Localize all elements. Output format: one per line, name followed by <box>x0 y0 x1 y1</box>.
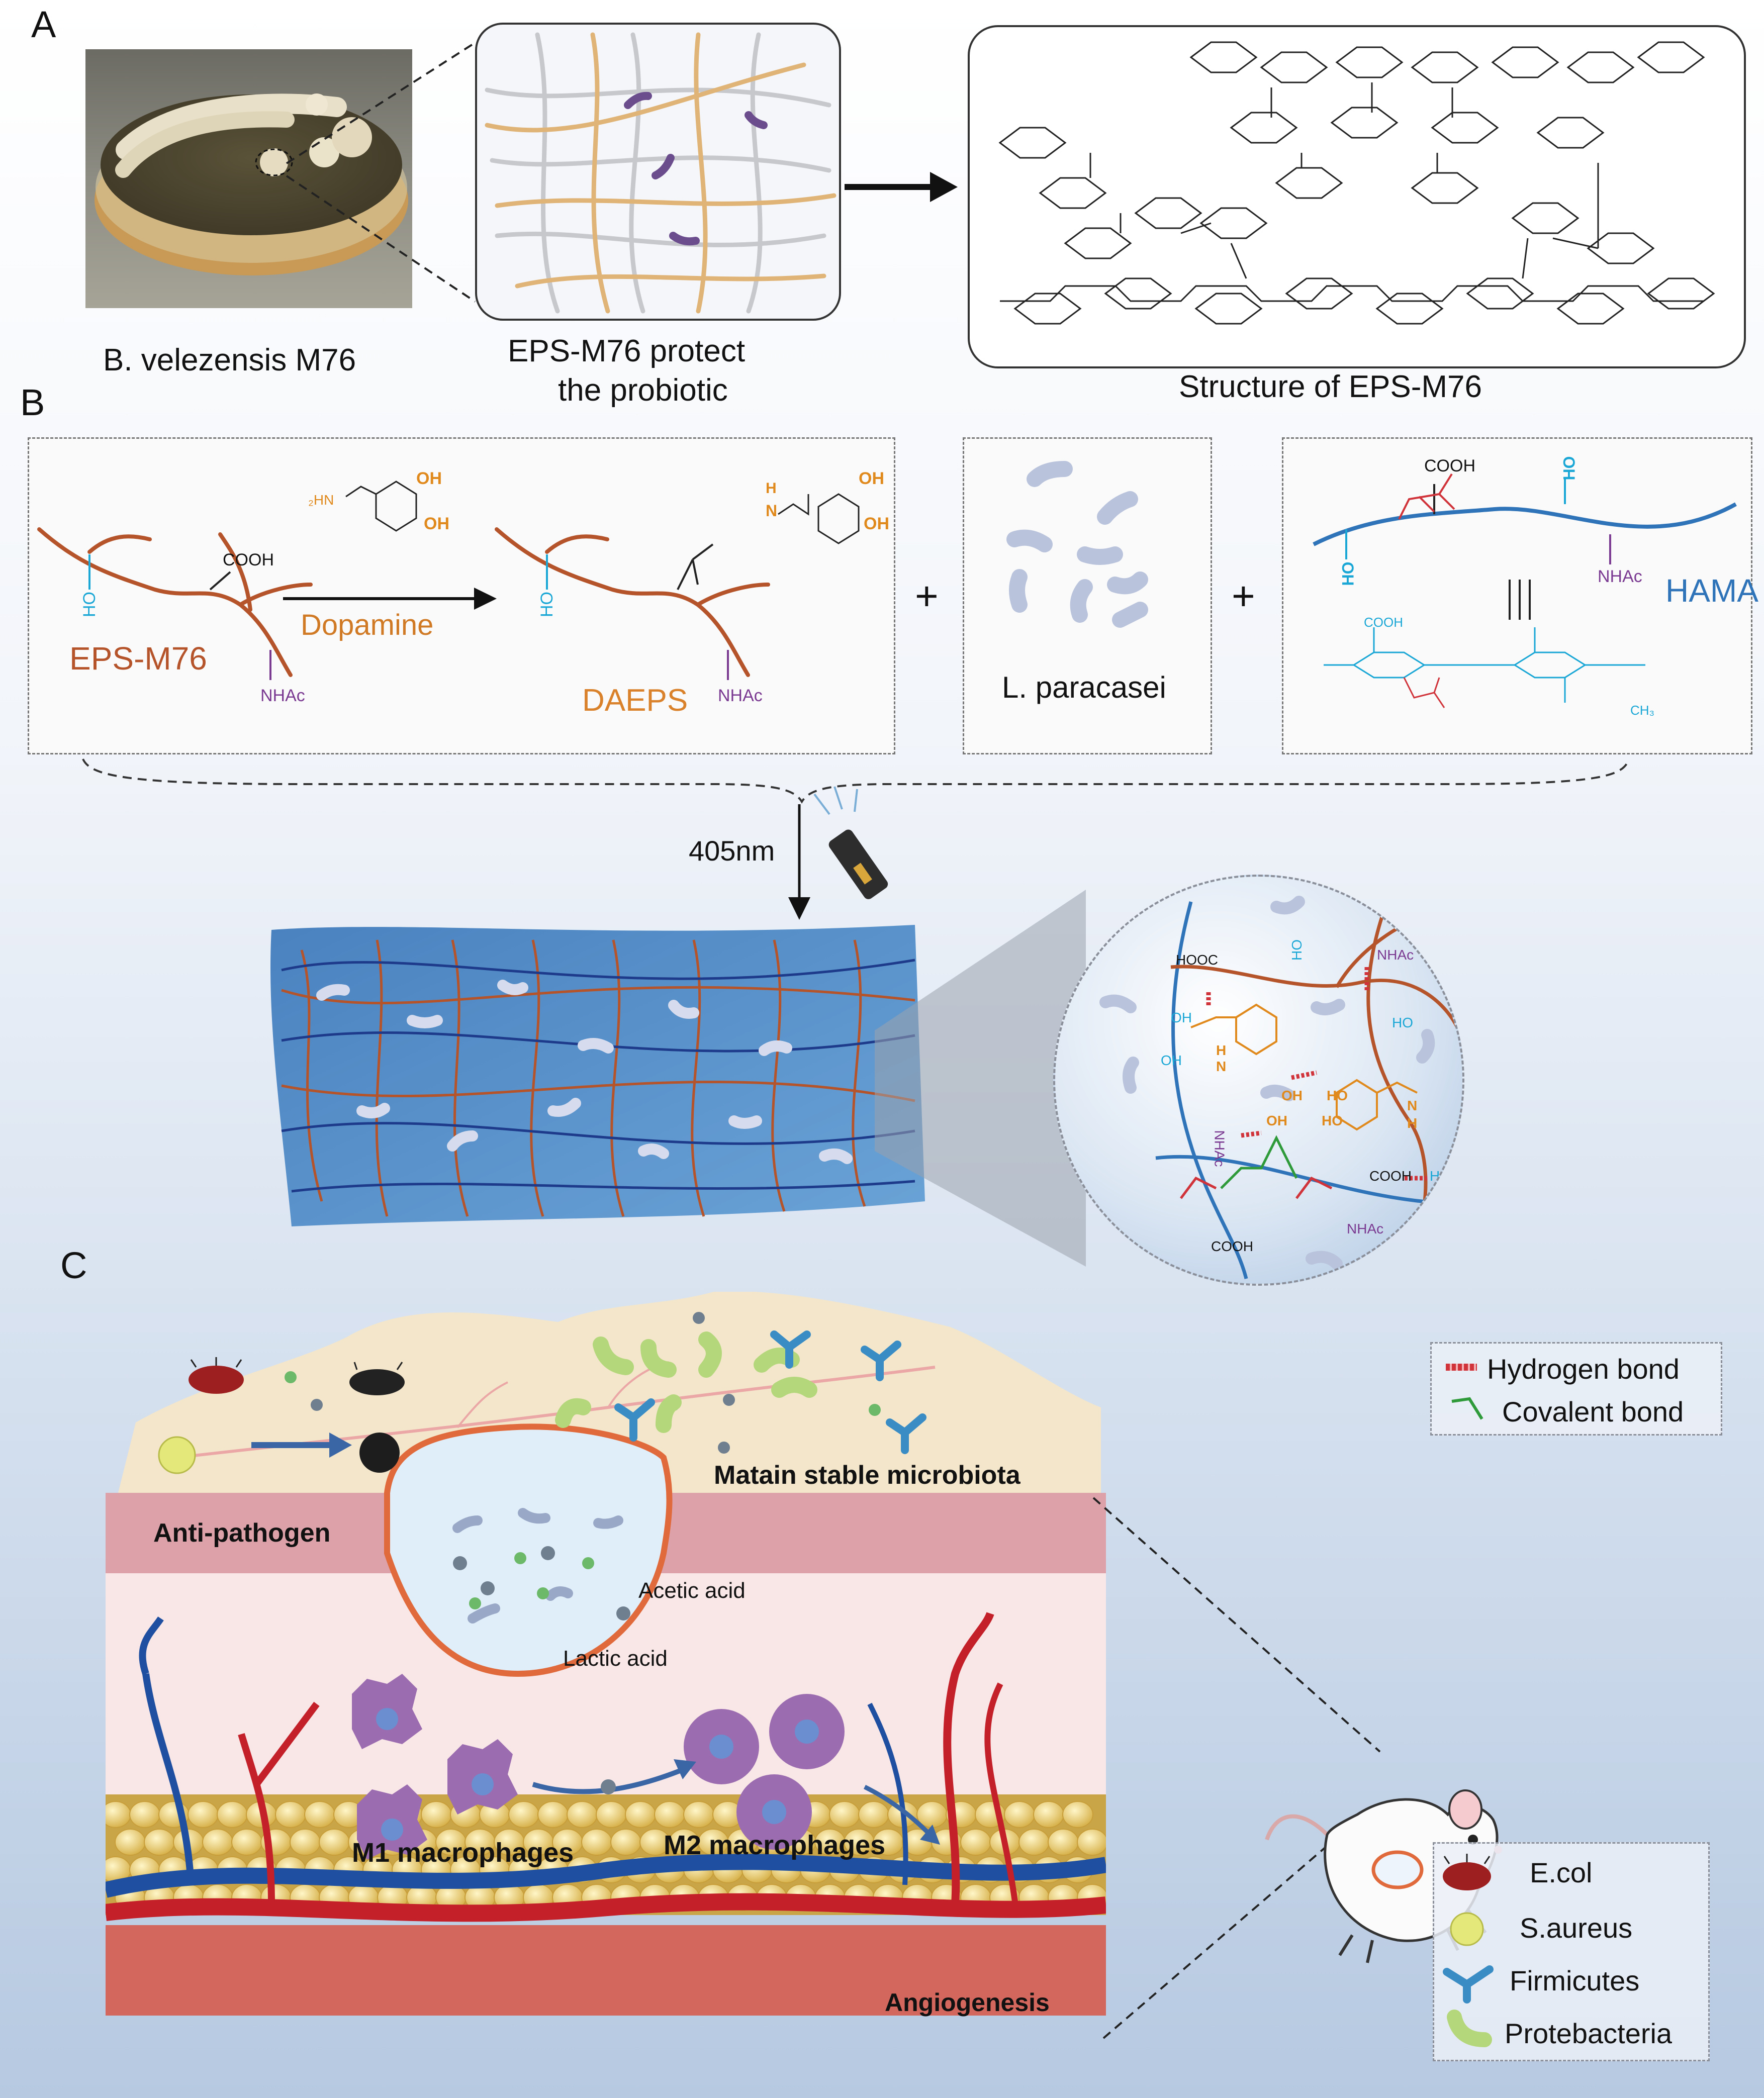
firmicutes-icon <box>1443 1965 1494 2004</box>
protebacteria-label: Protebacteria <box>1505 2018 1673 2049</box>
zoom-hooc: HOOC <box>1176 952 1218 968</box>
acetic-acid-label: Acetic acid <box>638 1578 746 1603</box>
daeps-nhac: NHAc <box>718 686 763 705</box>
m2-label: M2 macrophages <box>664 1830 886 1860</box>
ecoli-icon <box>189 1357 244 1394</box>
lactic-acid-label: Lactic acid <box>563 1646 668 1671</box>
black-bacterium-icon <box>349 1362 405 1395</box>
ecoli-icon <box>1443 1854 1491 1890</box>
ecoli-label: E.col <box>1530 1857 1593 1888</box>
zoom-n-1: N <box>1216 1059 1227 1074</box>
zoom-circle: HOOC OH HO NHAc HO OH H N OH OH HO HO N … <box>1053 875 1464 1286</box>
saureus-label: S.aureus <box>1520 1912 1633 1944</box>
structure-box <box>968 25 1746 368</box>
l-paracasei-label: L. paracasei <box>1002 671 1166 704</box>
zoom-nhac-1: NHAc <box>1377 947 1414 963</box>
hama-struct-ch3: CH₃ <box>1630 703 1655 718</box>
plus-2: + <box>1232 574 1255 618</box>
zoom-ho-4: HO <box>1322 1113 1343 1128</box>
microbe-legend: E.col S.aureus Firmicutes Protebacteria <box>1433 1842 1710 2061</box>
l-paracasei-box: L. paracasei <box>963 437 1212 754</box>
dopamine-oh-2: OH <box>424 514 449 533</box>
panel-label-a: A <box>31 4 56 45</box>
zoom-cooh-1: COOH <box>1369 1168 1412 1184</box>
zoom-cooh-2: COOH <box>1211 1238 1253 1254</box>
zoom-n-2: N <box>1407 1098 1418 1113</box>
protebacteria-icon <box>1447 2010 1492 2047</box>
plus-1: + <box>915 574 939 618</box>
zoom-oh-4: OH <box>1266 1113 1287 1128</box>
flashlight-icon <box>813 786 888 899</box>
zoom-h-2: H <box>1407 1115 1418 1131</box>
hama-box: COOH HO HO NHAc HAMA COOH CH₃ <box>1282 437 1758 754</box>
daeps-h: H <box>766 480 777 497</box>
zoom-ho-2: HO <box>1392 1015 1413 1030</box>
zoom-oh-1: OH <box>1171 1010 1192 1025</box>
saureus-icon <box>1450 1912 1484 1946</box>
hama-struct-cooh: COOH <box>1364 615 1403 630</box>
legend-icons <box>1443 1854 1494 2047</box>
zoom-h: H <box>1216 1042 1227 1058</box>
dopamine-amine: ₂HN <box>308 492 334 508</box>
zoom-ho-3: HO <box>1327 1088 1348 1103</box>
m1-label: M1 macrophages <box>352 1838 574 1868</box>
zoom-cone <box>875 890 1086 1267</box>
eps-cooh: COOH <box>223 550 274 569</box>
hama-cooh: COOH <box>1424 456 1475 475</box>
zoom-oh-3: OH <box>1281 1088 1303 1103</box>
angiogenesis-label: Angiogenesis <box>885 1988 1050 2017</box>
daeps-oh-2: OH <box>864 514 889 533</box>
panel-b-connectors <box>82 758 1630 920</box>
daeps-label: DAEPS <box>582 683 688 718</box>
hydrogen-bond-swatch <box>1446 1364 1477 1371</box>
covalent-bond-swatch <box>1451 1397 1483 1420</box>
structure-label: Structure of EPS-M76 <box>1179 369 1482 404</box>
protect-label-1: EPS-M76 protect <box>508 334 746 368</box>
dopamine-label: Dopamine <box>301 609 434 641</box>
eps-network-box <box>475 23 841 321</box>
panel-label-c: C <box>60 1245 87 1286</box>
hama-label: HAMA <box>1665 573 1758 609</box>
daeps-oh-1: OH <box>859 469 884 488</box>
panel-label-b: B <box>20 382 45 423</box>
bond-legend: Hydrogen bond Covalent bond <box>1430 1342 1722 1436</box>
wavelength-label: 405nm <box>689 835 775 867</box>
covalent-bond-label: Covalent bond <box>1502 1396 1684 1427</box>
zoom-nhac-3: NHAc <box>1347 1221 1384 1236</box>
protect-label-2: the probiotic <box>558 373 728 408</box>
dopamine-oh-1: OH <box>416 469 442 488</box>
hydrogel-block <box>261 920 930 1231</box>
panel-a-connectors <box>286 42 958 303</box>
eps-label: EPS-M76 <box>69 640 207 677</box>
anti-pathogen-label: Anti-pathogen <box>153 1518 331 1548</box>
skin-wound-section: Anti-pathogen Matain stable microbiota A… <box>106 1292 1106 2017</box>
hydrogen-bond-label: Hydrogen bond <box>1487 1353 1680 1385</box>
strain-label: B. velezensis M76 <box>103 343 356 377</box>
firmicutes-label: Firmicutes <box>1510 1965 1640 1996</box>
fat-cell <box>1077 1829 1106 1856</box>
hama-nhac: NHAc <box>1598 567 1642 586</box>
zoom-oh-2: OH <box>1161 1053 1182 1068</box>
fat-cell <box>1062 1801 1093 1828</box>
eps-dopamine-box: COOH HO NHAc EPS-M76 ₂HN OH OH Dopamine … <box>28 437 895 754</box>
zoom-ho-5: HO <box>1430 1168 1451 1184</box>
eps-nhac: NHAc <box>260 686 305 705</box>
daeps-n: N <box>766 502 778 520</box>
petri-dish-photo <box>85 49 412 308</box>
microbiota-label: Matain stable microbiota <box>714 1461 1020 1490</box>
